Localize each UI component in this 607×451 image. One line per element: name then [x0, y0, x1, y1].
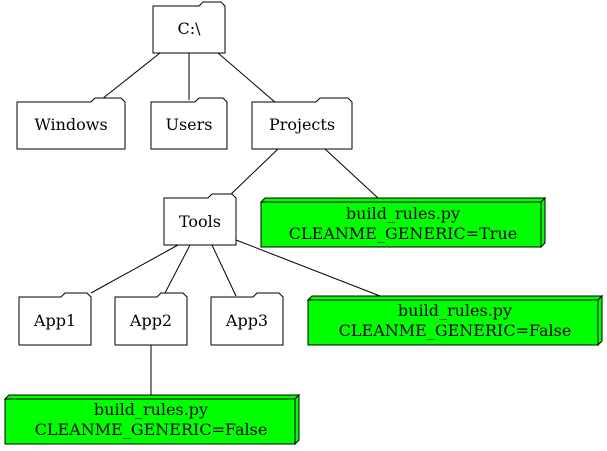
folder-node-users[interactable]: Users [150, 97, 228, 150]
tree-edges [90, 52, 381, 395]
edge-tools-rules [235, 239, 381, 297]
file-name-label: build_rules.py [346, 204, 460, 223]
edge-tools-app1 [90, 244, 179, 294]
folder-icon [150, 97, 228, 150]
folder-icon [163, 193, 237, 246]
folder-label-tools: Tools [179, 212, 221, 231]
file-node-app2-rules[interactable]: build_rules.py CLEANME_GENERIC=False [3, 393, 301, 446]
folder-icon [18, 292, 92, 346]
edge-projects-tools [226, 148, 279, 199]
folder-icon [16, 97, 126, 150]
folder-label-app2: App2 [129, 311, 172, 330]
folder-node-root[interactable]: C:\ [152, 1, 226, 54]
file-box-top [3, 394, 301, 400]
file-box-top [306, 295, 604, 301]
file-box-side [294, 393, 300, 446]
folder-node-app2[interactable]: App2 [114, 292, 188, 346]
folder-label-root: C:\ [177, 19, 201, 38]
file-box-side [597, 294, 603, 347]
folder-icon [210, 292, 284, 346]
folder-label-app1: App1 [33, 311, 76, 330]
folder-icon [152, 1, 226, 54]
file-setting-label: CLEANME_GENERIC=False [339, 321, 572, 340]
folder-node-windows[interactable]: Windows [16, 97, 126, 150]
file-node-tools-rules[interactable]: build_rules.py CLEANME_GENERIC=False [306, 294, 604, 347]
edge-root-windows [96, 52, 161, 104]
file-box-front [4, 398, 296, 445]
folder-label-users: Users [165, 115, 212, 134]
folder-label-app3: App3 [225, 311, 268, 330]
file-setting-label: CLEANME_GENERIC=False [35, 420, 268, 439]
folder-node-tools[interactable]: Tools [163, 193, 237, 246]
file-name-label: build_rules.py [94, 400, 208, 419]
edge-projects-rules [324, 148, 379, 199]
file-box-front [260, 201, 542, 248]
file-box-front [307, 299, 599, 346]
folder-icon [251, 97, 353, 150]
folder-node-app1[interactable]: App1 [18, 292, 92, 346]
edge-root-projects [217, 52, 277, 104]
edge-tools-app3 [211, 244, 237, 297]
file-box-side [540, 196, 546, 249]
folder-node-projects[interactable]: Projects [251, 97, 353, 150]
file-node-projects-rules[interactable]: build_rules.py CLEANME_GENERIC=True [259, 196, 547, 249]
file-setting-label: CLEANME_GENERIC=True [289, 224, 517, 243]
folder-icon [114, 292, 188, 346]
file-box-top [259, 197, 547, 203]
edge-tools-app2 [164, 244, 191, 294]
folder-node-app3[interactable]: App3 [210, 292, 284, 346]
folder-label-projects: Projects [269, 115, 335, 134]
folder-label-windows: Windows [34, 115, 107, 134]
file-name-label: build_rules.py [398, 301, 512, 320]
